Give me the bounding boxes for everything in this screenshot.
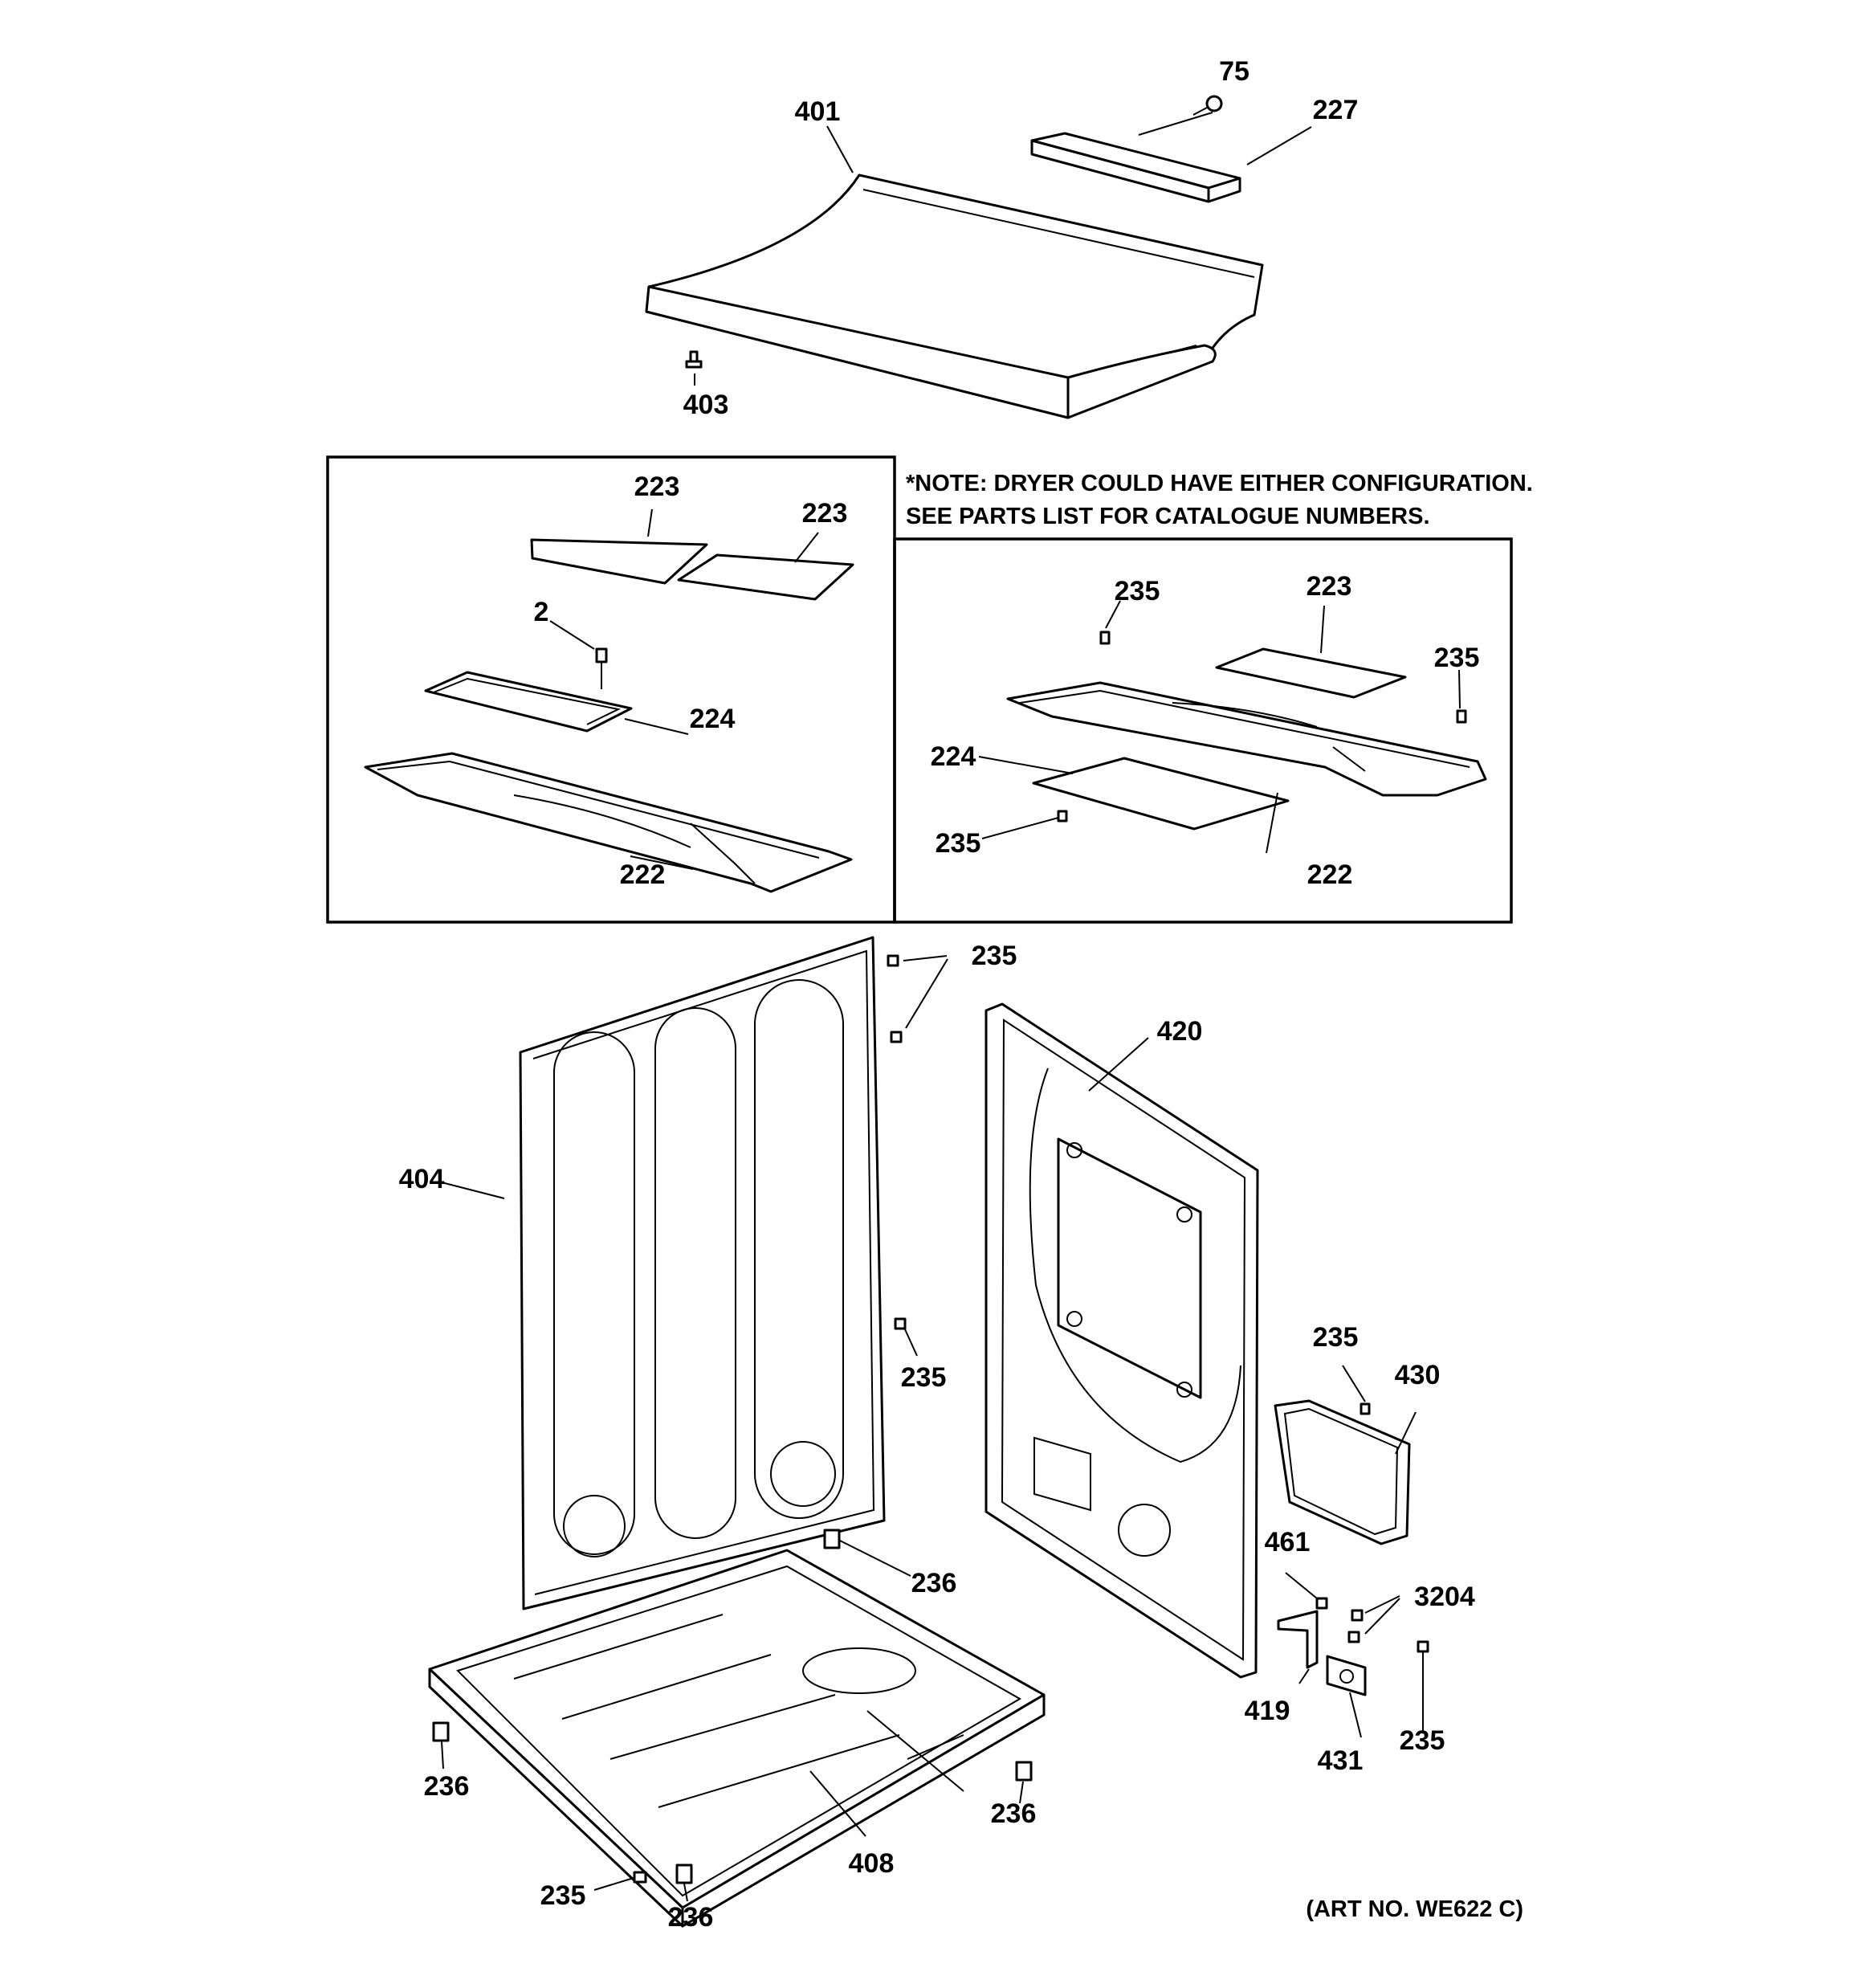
bracket-419 bbox=[1277, 1610, 1319, 1669]
config-box-right bbox=[893, 537, 1513, 924]
callout-236-c: 236 bbox=[991, 1798, 1037, 1829]
callout-420: 420 bbox=[1157, 1016, 1203, 1047]
plate-431 bbox=[1326, 1655, 1367, 1696]
callout-223-left-b: 223 bbox=[802, 498, 848, 529]
top-panel-401 bbox=[645, 173, 1264, 419]
leader-lines bbox=[438, 112, 1461, 1902]
callout-223-right: 223 bbox=[1307, 571, 1352, 602]
callout-223-left-a: 223 bbox=[634, 471, 680, 502]
screw-235-side-top bbox=[887, 954, 903, 1043]
screw-461 bbox=[1315, 1597, 1328, 1610]
callout-235-right-a: 235 bbox=[1115, 576, 1160, 606]
callout-227: 227 bbox=[1313, 95, 1359, 125]
screws-3204 bbox=[1347, 1609, 1364, 1643]
screw-235-right-b bbox=[1456, 709, 1467, 724]
callout-404: 404 bbox=[399, 1164, 445, 1194]
callout-430: 430 bbox=[1395, 1360, 1441, 1390]
callout-235-bracket: 235 bbox=[1400, 1725, 1445, 1756]
foot-236-b bbox=[432, 1721, 450, 1742]
callout-222-right: 222 bbox=[1307, 859, 1353, 890]
callout-403: 403 bbox=[683, 390, 729, 420]
pad-223-left-b bbox=[677, 553, 854, 601]
pad-223-left-a bbox=[530, 538, 708, 585]
screw-235-base bbox=[633, 1871, 647, 1884]
callout-3204: 3204 bbox=[1414, 1582, 1475, 1612]
foot-236-a bbox=[823, 1529, 841, 1549]
callout-419: 419 bbox=[1245, 1696, 1290, 1726]
callout-75: 75 bbox=[1219, 56, 1249, 87]
pad-223-right bbox=[1215, 647, 1407, 699]
callout-224-left: 224 bbox=[690, 704, 736, 734]
screw-235-bracket bbox=[1417, 1640, 1429, 1653]
screw-2-left bbox=[595, 647, 608, 689]
rail-222-right bbox=[1006, 681, 1487, 797]
callout-235-right-b: 235 bbox=[1434, 643, 1480, 673]
cover-224-left bbox=[424, 671, 633, 733]
screw-235-side-mid bbox=[894, 1317, 907, 1330]
screw-75 bbox=[1192, 95, 1223, 116]
callout-236-a: 236 bbox=[911, 1568, 957, 1598]
bracket-227 bbox=[1030, 132, 1241, 203]
screw-235-right-a bbox=[1099, 631, 1111, 645]
cover-224-right bbox=[1032, 757, 1290, 831]
callout-461: 461 bbox=[1265, 1527, 1311, 1557]
callout-236-b: 236 bbox=[424, 1771, 470, 1802]
vent-cover-430 bbox=[1274, 1399, 1411, 1545]
callout-401: 401 bbox=[795, 96, 841, 127]
callout-222-left: 222 bbox=[620, 859, 666, 890]
callout-431: 431 bbox=[1318, 1745, 1364, 1776]
callout-235-right-c: 235 bbox=[936, 828, 981, 859]
foot-236-c bbox=[1015, 1761, 1033, 1782]
config-note-line-1: *NOTE: DRYER COULD HAVE EITHER CONFIGURA… bbox=[906, 471, 1533, 496]
rail-222-left bbox=[364, 752, 853, 893]
screw-403 bbox=[685, 350, 703, 369]
screw-235-right-c bbox=[1057, 810, 1068, 823]
back-panel-420 bbox=[984, 1002, 1259, 1679]
side-panel-404 bbox=[519, 936, 886, 1610]
callout-2-left: 2 bbox=[534, 597, 549, 627]
callout-235-side-mid: 235 bbox=[901, 1362, 947, 1393]
foot-236-d bbox=[675, 1863, 693, 1884]
callout-235-vent: 235 bbox=[1313, 1322, 1359, 1353]
callout-236-d: 236 bbox=[668, 1902, 714, 1933]
config-note-line-2: SEE PARTS LIST FOR CATALOGUE NUMBERS. bbox=[906, 504, 1430, 529]
screw-235-vent bbox=[1360, 1402, 1371, 1415]
callout-235-side-top: 235 bbox=[972, 941, 1017, 971]
callout-408: 408 bbox=[849, 1848, 895, 1879]
art-number: (ART NO. WE622 C) bbox=[1306, 1896, 1523, 1922]
callout-235-base: 235 bbox=[540, 1880, 586, 1911]
callout-224-right: 224 bbox=[931, 741, 976, 772]
base-408 bbox=[428, 1549, 1046, 1928]
